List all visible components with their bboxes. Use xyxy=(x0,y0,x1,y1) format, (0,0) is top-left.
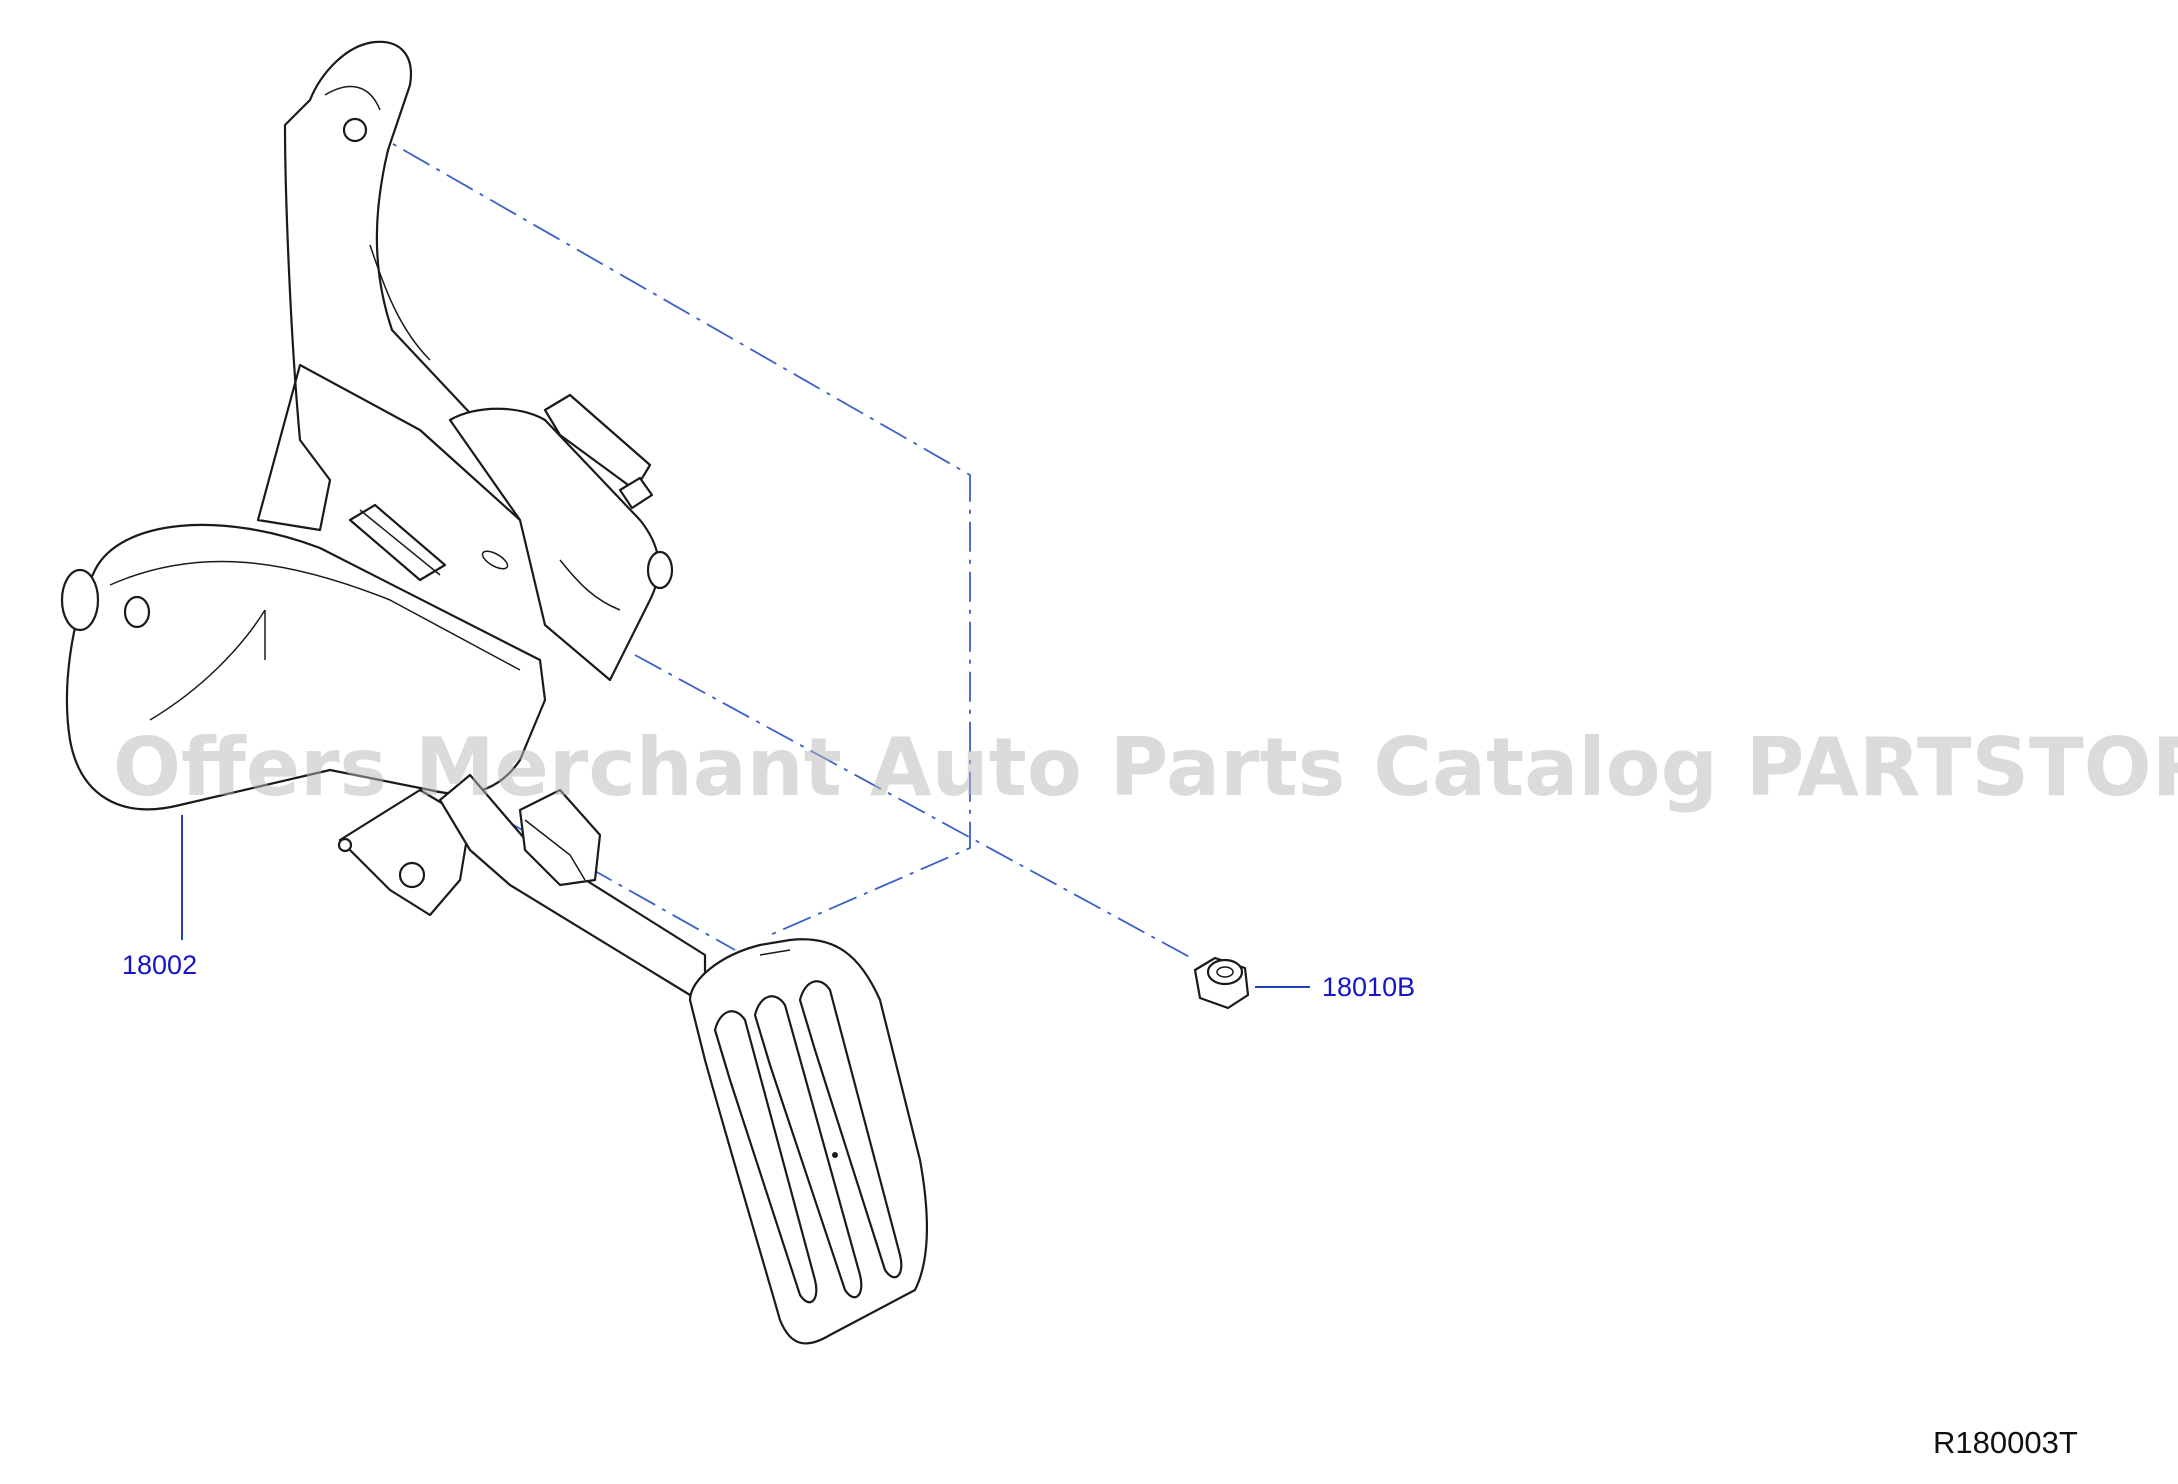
housing-boss xyxy=(60,568,100,632)
nut[interactable] xyxy=(1193,956,1250,1010)
sensor-body xyxy=(448,407,660,682)
callout-label-18010b[interactable]: 18010B xyxy=(1322,972,1415,1002)
sensor-connector xyxy=(543,393,652,492)
housing-bolt-hole xyxy=(123,595,151,629)
callout-label-18002[interactable]: 18002 xyxy=(122,950,197,980)
callout-leaders xyxy=(181,815,1310,988)
drawing-reference: R180003T xyxy=(1933,1425,2078,1460)
accelerator-pedal-assembly[interactable] xyxy=(60,40,929,1345)
stopper-block xyxy=(518,788,602,887)
watermark-text: Offers Merchant Auto Parts Catalog PARTS… xyxy=(113,721,2178,814)
bracket-bolt-hole xyxy=(342,117,368,143)
mounting-bracket xyxy=(256,40,547,532)
nut-face xyxy=(1206,958,1244,986)
pivot-mount xyxy=(338,788,472,917)
sensor-stud xyxy=(646,550,674,590)
pivot-bolt xyxy=(398,861,426,889)
housing-plate xyxy=(65,523,547,811)
